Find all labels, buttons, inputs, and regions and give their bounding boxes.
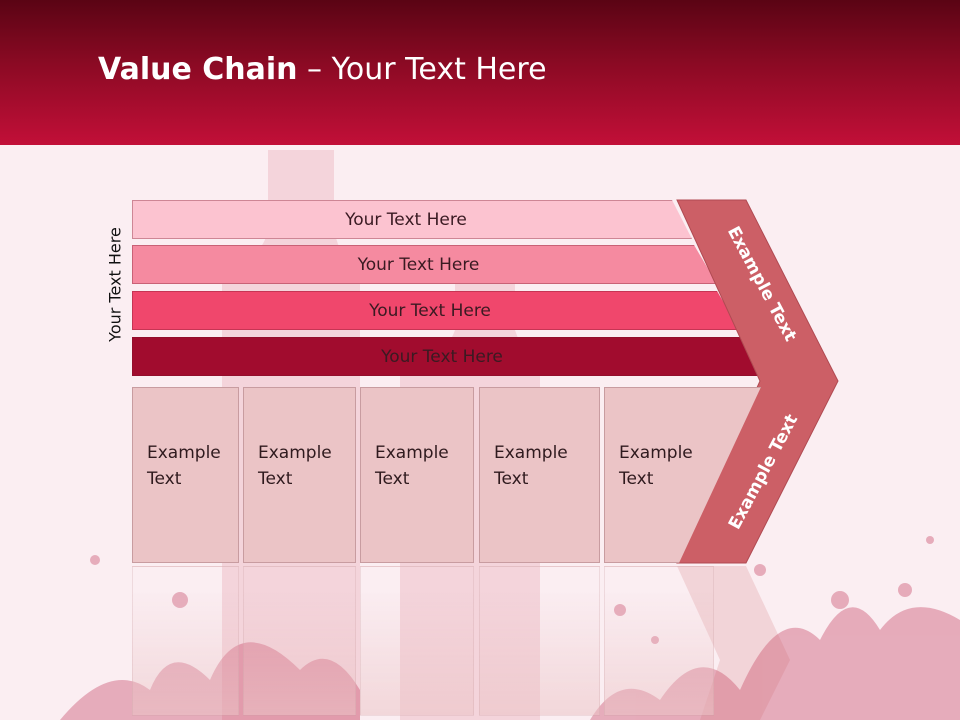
example-box-2-line2: Text [258, 469, 293, 489]
example-box-4: Example Text [479, 387, 600, 563]
example-box-4-line2: Text [494, 469, 529, 489]
example-box-5-line1: Example [619, 443, 693, 463]
bar-1: Your Text Here [132, 200, 692, 239]
bar-4: Your Text Here [132, 337, 764, 376]
box-reflection-2 [243, 566, 356, 716]
bar-1-label: Your Text Here [345, 209, 467, 230]
example-box-1-line1: Example [147, 443, 221, 463]
example-box-1: Example Text [132, 387, 239, 563]
bar-2-label: Your Text Here [357, 254, 480, 275]
bar-3-label: Your Text Here [369, 300, 491, 321]
example-box-3: Example Text [360, 387, 474, 563]
box-reflection-5 [604, 566, 714, 716]
example-box-3-line1: Example [375, 443, 449, 463]
box-reflection-1 [132, 566, 239, 716]
example-box-5-line2: Text [619, 469, 654, 489]
example-box-3-line2: Text [375, 469, 410, 489]
box-reflection-3 [360, 566, 474, 716]
example-box-4-line1: Example [494, 443, 568, 463]
example-box-2: Example Text [243, 387, 356, 563]
bar-3: Your Text Here [132, 291, 740, 330]
bar-4-label: Your Text Here [381, 346, 503, 367]
header-band [0, 0, 960, 145]
bar-2: Your Text Here [132, 245, 717, 284]
example-box-2-line1: Example [258, 443, 332, 463]
slide-title-bold: Value Chain [98, 52, 298, 87]
side-axis-label: Your Text Here [105, 227, 125, 342]
slide-title: Value Chain – Your Text Here [98, 52, 547, 87]
box-reflection-4 [479, 566, 600, 716]
slide-title-rest: – Your Text Here [297, 52, 547, 87]
example-box-1-line2: Text [147, 469, 182, 489]
